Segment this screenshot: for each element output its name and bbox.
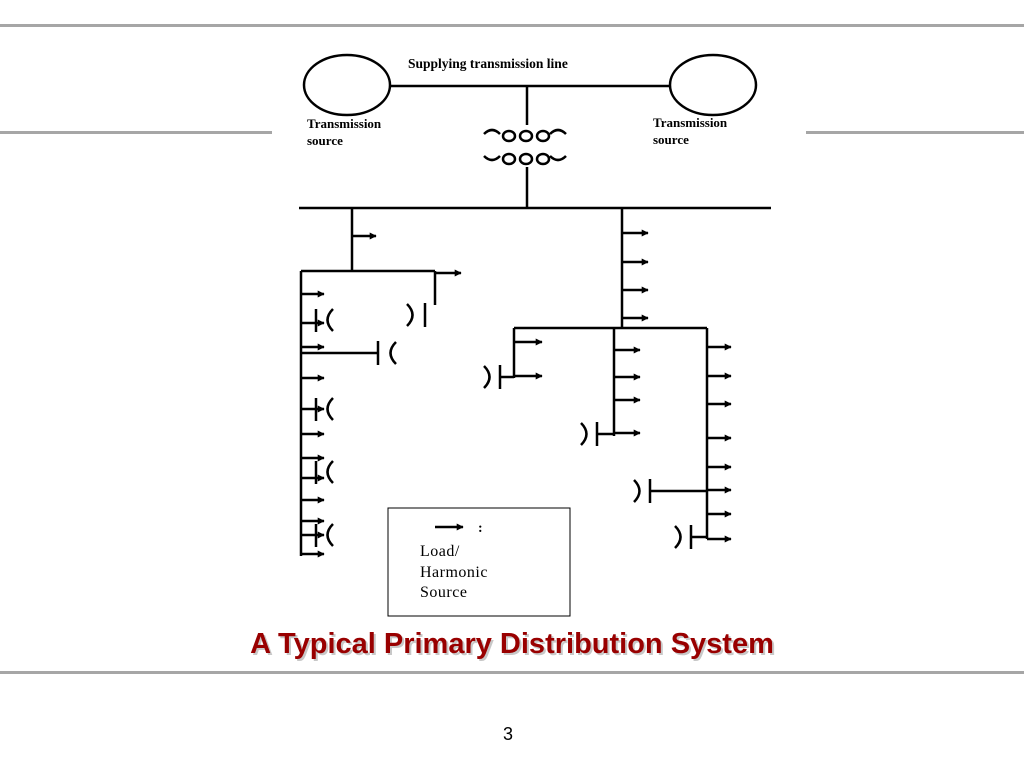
right-feeder-capacitors bbox=[483, 365, 707, 549]
top-rule bbox=[0, 24, 1024, 27]
bottom-rule bbox=[0, 671, 1024, 674]
left-mid-rule bbox=[0, 131, 272, 134]
source-left-label: Transmission source bbox=[307, 116, 384, 148]
right-feeder bbox=[512, 208, 709, 539]
legend-box bbox=[387, 507, 571, 617]
right-feeder-loads bbox=[514, 338, 732, 543]
supplying-line-label: Supplying transmission line bbox=[408, 56, 568, 71]
source-right-label: Transmission source bbox=[653, 115, 730, 147]
transformer-icon bbox=[483, 86, 567, 208]
transmission-source-right bbox=[668, 53, 758, 117]
transmission-source-left bbox=[302, 53, 392, 117]
left-feeder-capacitors bbox=[301, 303, 427, 547]
legend-symbol: : bbox=[478, 521, 483, 536]
left-feeder bbox=[299, 208, 462, 556]
right-mid-rule bbox=[806, 131, 1024, 134]
slide-title: A Typical Primary Distribution System bbox=[250, 628, 774, 660]
legend-label: Load/ Harmonic Source bbox=[420, 543, 492, 601]
left-feeder-loads bbox=[301, 290, 325, 558]
page-number: 3 bbox=[502, 724, 513, 744]
legend: : Load/ Harmonic Source bbox=[387, 507, 571, 617]
